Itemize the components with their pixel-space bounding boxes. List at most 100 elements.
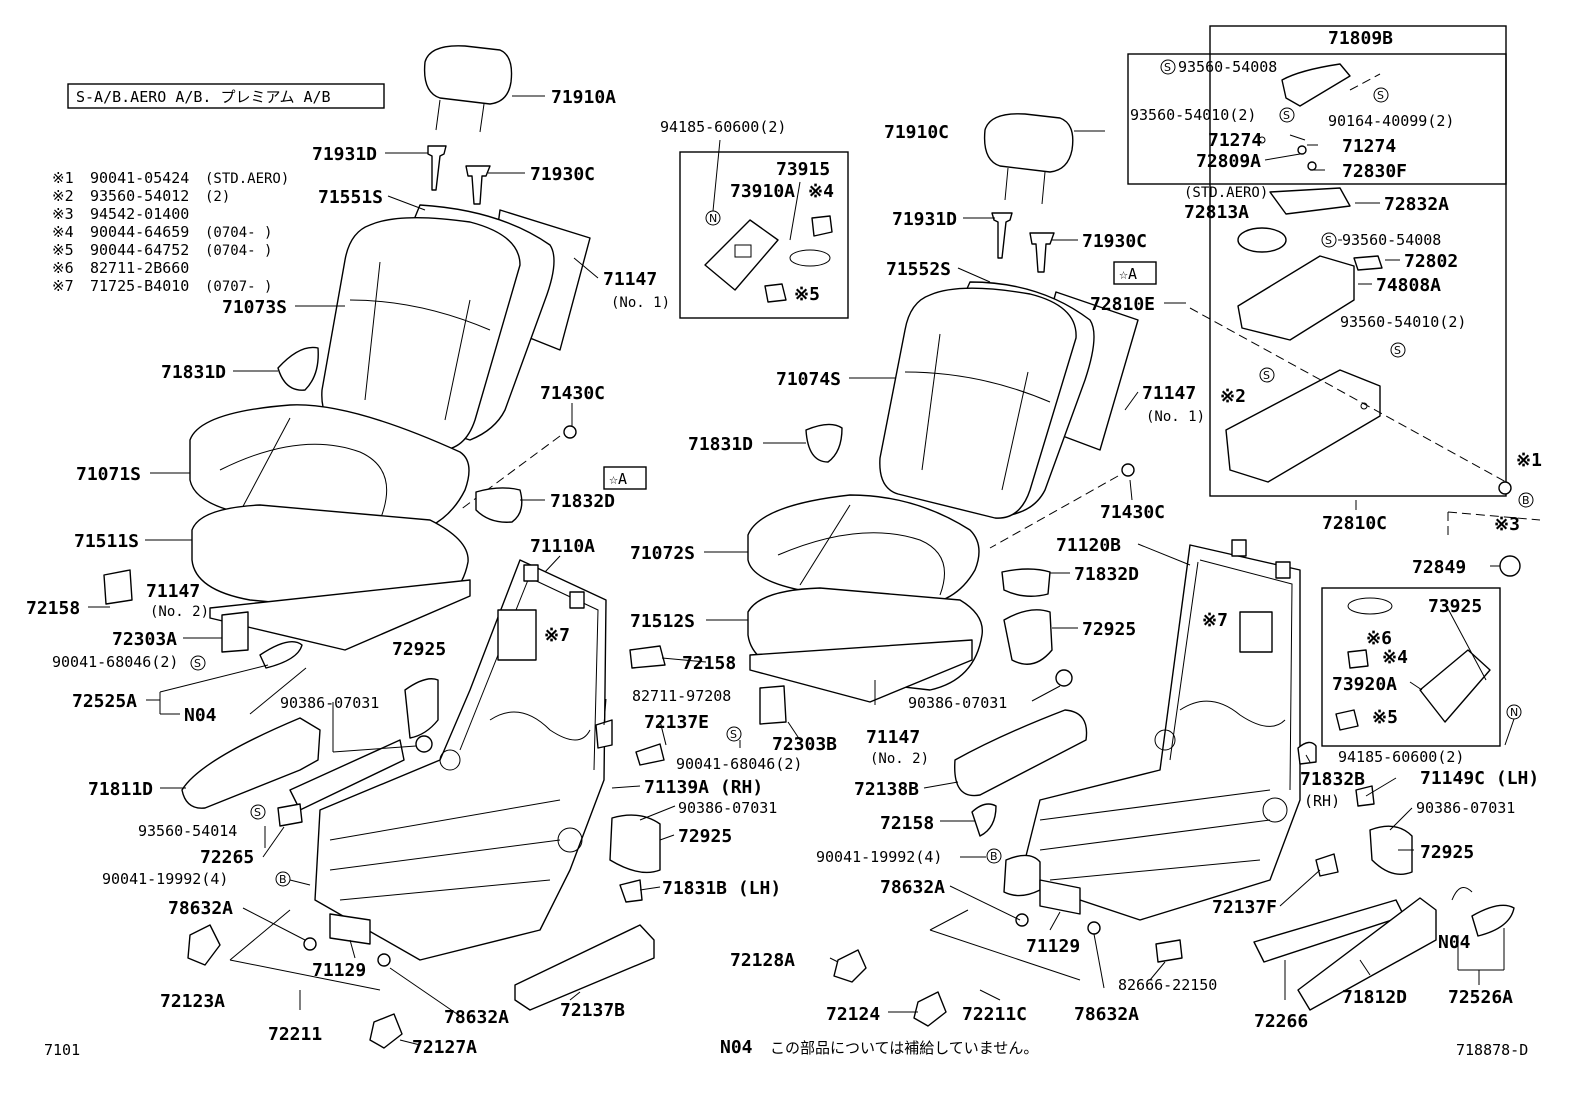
s-marker: S — [194, 657, 201, 670]
drawing-number: 718878-D — [1456, 1041, 1528, 1059]
label-patch-shape — [497, 609, 537, 661]
clip-shape — [635, 743, 665, 766]
note-part: 71725-B4010 — [90, 277, 189, 295]
cover-shape — [369, 1013, 403, 1049]
clip-shape — [629, 645, 666, 669]
s-marker: S — [254, 806, 261, 819]
knob-shape — [1499, 555, 1521, 577]
clip-shape — [619, 879, 643, 903]
cover-shape — [187, 924, 221, 966]
harness-shape — [329, 913, 371, 945]
note-remark: (0704- ) — [205, 225, 272, 241]
label-screw-54014: 93560-54014 — [138, 822, 237, 840]
label-cover-71831b: 71831B (LH) — [662, 878, 781, 899]
label-cushion-cover-r: 71072S — [630, 543, 695, 564]
label-switch-72303b: 72303B — [772, 734, 837, 755]
note-mark: ※5 — [52, 241, 74, 259]
label-73915: 73915 — [776, 159, 830, 180]
page-code: 7101 — [44, 1041, 80, 1059]
s-marker: S — [1394, 344, 1401, 357]
b-marker: B — [1522, 494, 1530, 507]
label-screw-68046: 90041-68046(2) — [52, 653, 178, 671]
label-panel-71812d: 71812D — [1342, 987, 1407, 1008]
label-mark7: ※7 — [544, 625, 570, 646]
label-73910a: 73910A — [730, 181, 795, 202]
label-lever-72525a: 72525A — [72, 691, 137, 712]
note-mark: ※2 — [52, 187, 74, 205]
frame-shape — [1019, 544, 1301, 921]
label-cover-72124: 72124 — [826, 1004, 880, 1025]
label-clip-07031b-r: 90386-07031 — [1416, 799, 1515, 817]
label-cover-72266: 72266 — [1254, 1011, 1308, 1032]
label-screw-54008: 93560-54008 — [1342, 231, 1441, 249]
label-harness-71129: 71129 — [312, 960, 366, 981]
hook-shape — [1121, 463, 1135, 477]
s-marker: S — [730, 728, 737, 741]
label-back-heater: 71147 — [603, 269, 657, 290]
label-clip-07031b: 90386-07031 — [678, 799, 777, 817]
label-hook-r: 71430C — [1100, 502, 1165, 523]
label-heater-bottom: 94185-60600(2) — [1338, 748, 1464, 766]
label-clip-71274-b: 71274 — [1342, 136, 1396, 157]
label-back-heater-sub-r: (No. 1) — [1146, 409, 1205, 425]
console-drawing: S S S S S S B — [1160, 59, 1541, 577]
label-clip-71149c: 71149C (LH) — [1420, 768, 1539, 789]
label-clip-72158b: 72158 — [682, 653, 736, 674]
label-mark5-right: ※5 — [1372, 707, 1398, 728]
label-std-aero: (STD.AERO) — [1184, 185, 1268, 201]
label-mark7-r: ※7 — [1202, 610, 1228, 631]
label-mark3: ※3 — [1494, 514, 1520, 535]
label-cover-72137b: 72137B — [560, 1000, 625, 1021]
variant-label: S-A/B.AERO A/B. プレミアム A/B — [76, 88, 331, 106]
label-74808a: 74808A — [1376, 275, 1441, 296]
connector-shape — [811, 215, 833, 237]
hook-shape — [563, 425, 577, 439]
star-a-box-r — [1113, 261, 1157, 285]
cover-shape — [277, 346, 319, 391]
note-part: 90044-64752 — [90, 241, 189, 259]
label-mark1: ※1 — [1516, 450, 1542, 471]
label-cushion-heater: 71147 — [146, 581, 200, 602]
label-headrest-r: 71910C — [884, 122, 949, 143]
note-mark: ※6 — [52, 259, 74, 277]
label-cover-72128a: 72128A — [730, 950, 795, 971]
label-mark2: ※2 — [1220, 386, 1246, 407]
connector-shape — [1347, 649, 1369, 669]
label-bolt-78632a-2: 78632A — [444, 1007, 509, 1028]
label-clip-07031-r: 90386-07031 — [908, 694, 1007, 712]
label-screw-54008-top: 93560-54008 — [1178, 58, 1277, 76]
s-marker: S — [1325, 234, 1332, 247]
label-cushion-heater-sub-r: (No. 2) — [870, 751, 929, 767]
label-mark4-left: ※4 — [808, 181, 834, 202]
label-cover-71832b: 71832B — [1300, 769, 1365, 790]
label-cushion-heater-sub: (No. 2) — [150, 604, 209, 620]
console-lid-box — [1127, 53, 1507, 185]
side-cover-shape — [954, 709, 1088, 797]
label-cover-d-r: 71831D — [688, 434, 753, 455]
cover-shape — [1001, 568, 1051, 597]
star-a-box — [603, 466, 647, 490]
label-cover-d: 71831D — [161, 362, 226, 383]
label-cover-72925: 72925 — [392, 639, 446, 660]
heater-left-drawing: N — [704, 210, 833, 303]
label-rod-72211: 72211 — [268, 1024, 322, 1045]
cup-holder-shape — [1237, 227, 1287, 253]
side-panel-shape — [181, 717, 321, 809]
note-remark: (0704- ) — [205, 243, 272, 259]
label-72832a: 72832A — [1384, 194, 1449, 215]
label-rod-72211c: 72211C — [962, 1004, 1027, 1025]
note-remark: (2) — [205, 189, 230, 205]
lever-shape — [259, 641, 303, 669]
label-clip-71274-a: 71274 — [1208, 130, 1262, 151]
label-guide-c: 71930C — [530, 164, 595, 185]
label-cover-72925-r: 72925 — [1082, 619, 1136, 640]
label-hook: 71430C — [540, 383, 605, 404]
b-marker: B — [279, 873, 287, 886]
label-clip-07031: 90386-07031 — [280, 694, 379, 712]
label-72809a: 72809A — [1196, 151, 1261, 172]
label-guide-d: 71931D — [312, 144, 377, 165]
label-72810c: 72810C — [1322, 513, 1387, 534]
note-mark: ※3 — [52, 205, 74, 223]
